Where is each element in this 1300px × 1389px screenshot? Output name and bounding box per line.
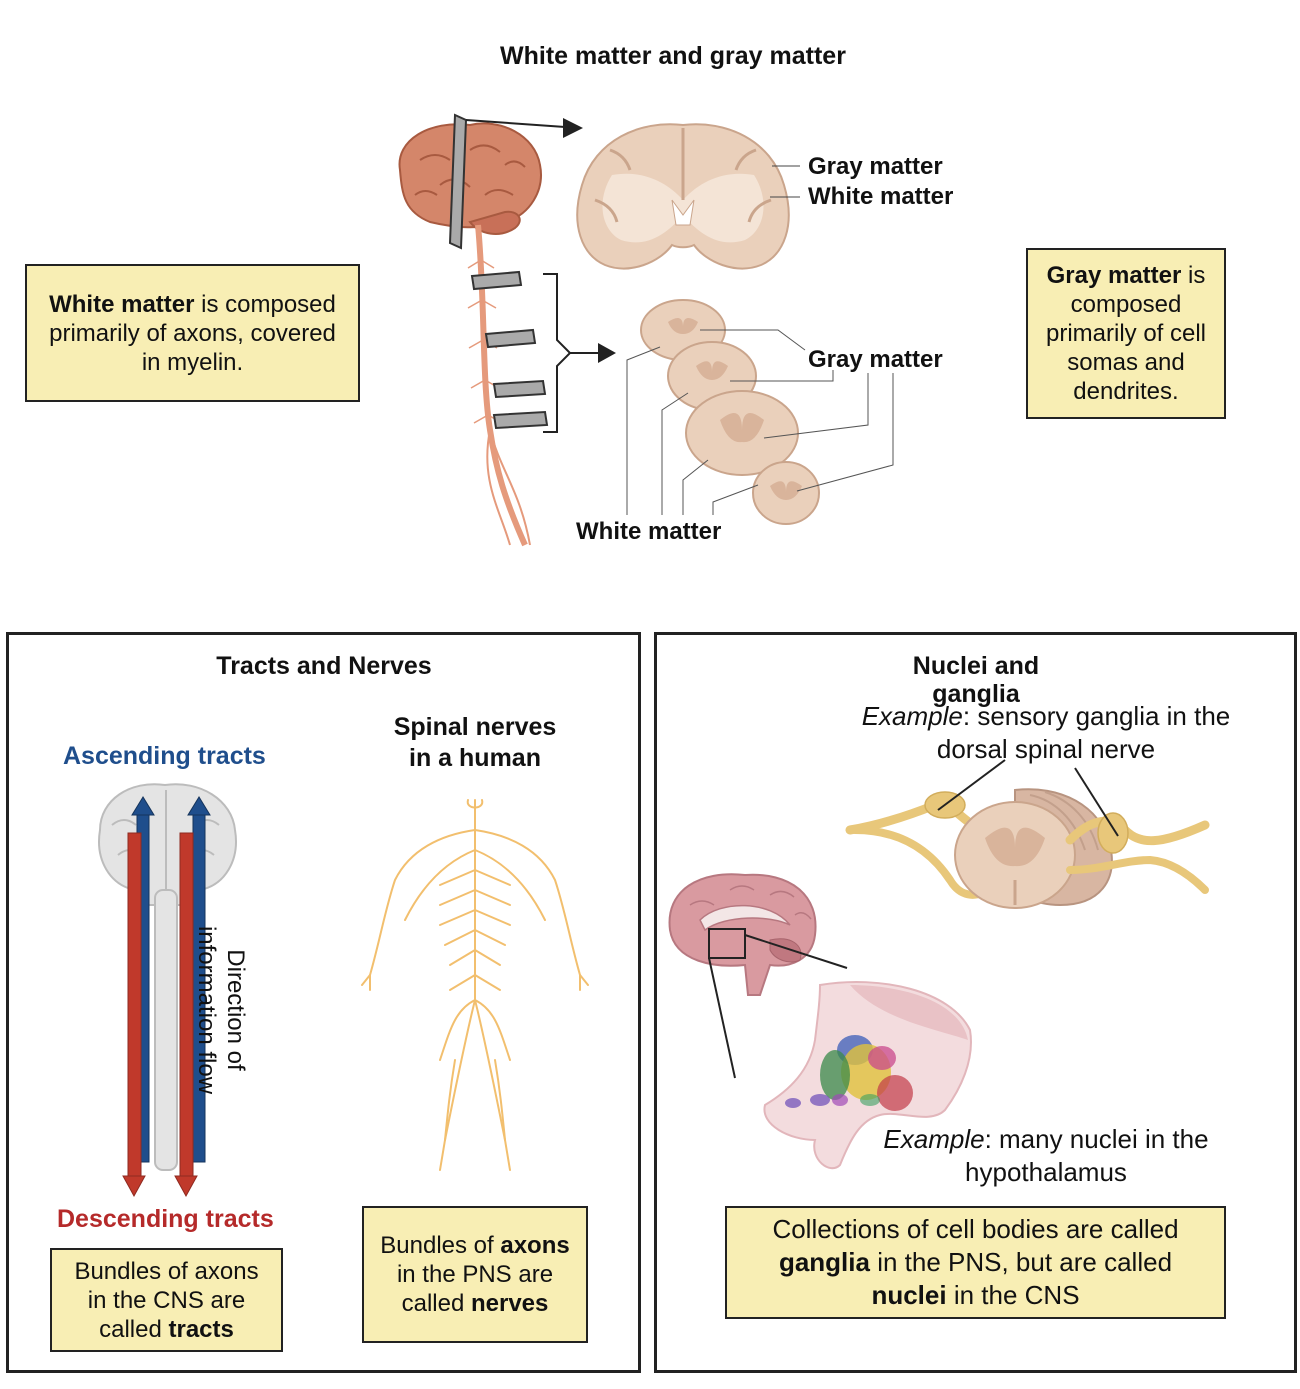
hypothalamus-example-rest: : many nuclei in the hypothalamus: [965, 1124, 1209, 1187]
top-illustration: [398, 113, 894, 547]
coronal-brain-section-icon: [576, 123, 790, 270]
descending-tract-arrows: [122, 832, 198, 1198]
gray-matter-note: Gray matter is composed primarily of cel…: [1026, 248, 1226, 419]
spinal-nerves-human-icon: [361, 799, 589, 1171]
cns-tracts-note-bold: tracts: [168, 1315, 234, 1343]
pns-nerves-note-text-2: in the PNS are called: [396, 1261, 554, 1317]
label-brain-white-matter: White matter: [808, 183, 954, 210]
pns-nerves-note-bold-2: nerves: [470, 1290, 549, 1317]
ganglia-nuclei-note-text-2: in the PNS, but are called: [869, 1247, 1173, 1277]
spinal-nerves-line-2: in a human: [409, 744, 541, 772]
spinal-nerves-line-1: Spinal nerves: [393, 713, 557, 741]
nuclei-panel-title: Nuclei and ganglia: [876, 652, 1076, 708]
ascending-tracts-label: Ascending tracts: [63, 742, 266, 770]
pns-nerves-note: Bundles of axons in the PNS are called n…: [362, 1206, 588, 1343]
cns-tracts-note: Bundles of axons in the CNS are called t…: [50, 1248, 283, 1352]
ganglia-example-italic: Example: [861, 701, 963, 731]
descending-tracts-label: Descending tracts: [57, 1205, 274, 1233]
gray-matter-note-bold: Gray matter: [1046, 262, 1182, 289]
label-brain-gray-matter: Gray matter: [808, 153, 943, 180]
ganglia-nuclei-note-bold-1: ganglia: [778, 1247, 870, 1277]
label-cord-white-matter: White matter: [576, 518, 722, 545]
nuclei-title-line-1: Nuclei and: [912, 652, 1040, 680]
ganglia-example-text: Example: sensory ganglia in the dorsal s…: [856, 700, 1236, 766]
white-matter-note: White matter is composed primarily of ax…: [25, 264, 360, 402]
hypothalamus-nuclei-icon: [763, 981, 972, 1170]
ganglia-example-rest: : sensory ganglia in the dorsal spinal n…: [936, 701, 1231, 764]
pns-nerves-note-bold-1: axons: [500, 1232, 570, 1259]
ganglia-nuclei-note-text-3: in the CNS: [946, 1280, 1080, 1310]
ganglia-nuclei-note: Collections of cell bodies are called ga…: [725, 1206, 1226, 1319]
tracts-and-nerves-panel: [6, 632, 641, 1373]
sagittal-brain-icon: [668, 873, 817, 996]
spinal-cord-ganglia-icon: [845, 788, 1210, 909]
nuclei-and-ganglia-panel: [654, 632, 1297, 1373]
spinal-nerves-label: Spinal nerves in a human: [360, 712, 590, 774]
hypothalamus-example-italic: Example: [883, 1124, 985, 1154]
brain-lateral-icon: [398, 122, 542, 235]
white-matter-note-bold: White matter: [49, 290, 195, 318]
hypothalamus-example-text: Example: many nuclei in the hypothalamus: [856, 1123, 1236, 1189]
ganglia-nuclei-note-text-1: Collections of cell bodies are called: [772, 1214, 1179, 1244]
label-cord-gray-matter: Gray matter: [808, 346, 943, 373]
ganglia-nuclei-note-bold-2: nuclei: [871, 1280, 947, 1310]
tracts-panel-title: Tracts and Nerves: [216, 652, 432, 680]
nuclei-title-line-2: ganglia: [932, 680, 1020, 708]
main-title: White matter and gray matter: [500, 42, 846, 70]
pns-nerves-note-text-1: Bundles of: [380, 1232, 501, 1259]
white-matter-note-text: is composed primarily of axons, covered …: [49, 290, 336, 376]
cns-tracts-note-text: Bundles of axons in the CNS are called: [74, 1257, 259, 1343]
gray-matter-note-text: is composed primarily of cell somas and …: [1045, 262, 1207, 405]
